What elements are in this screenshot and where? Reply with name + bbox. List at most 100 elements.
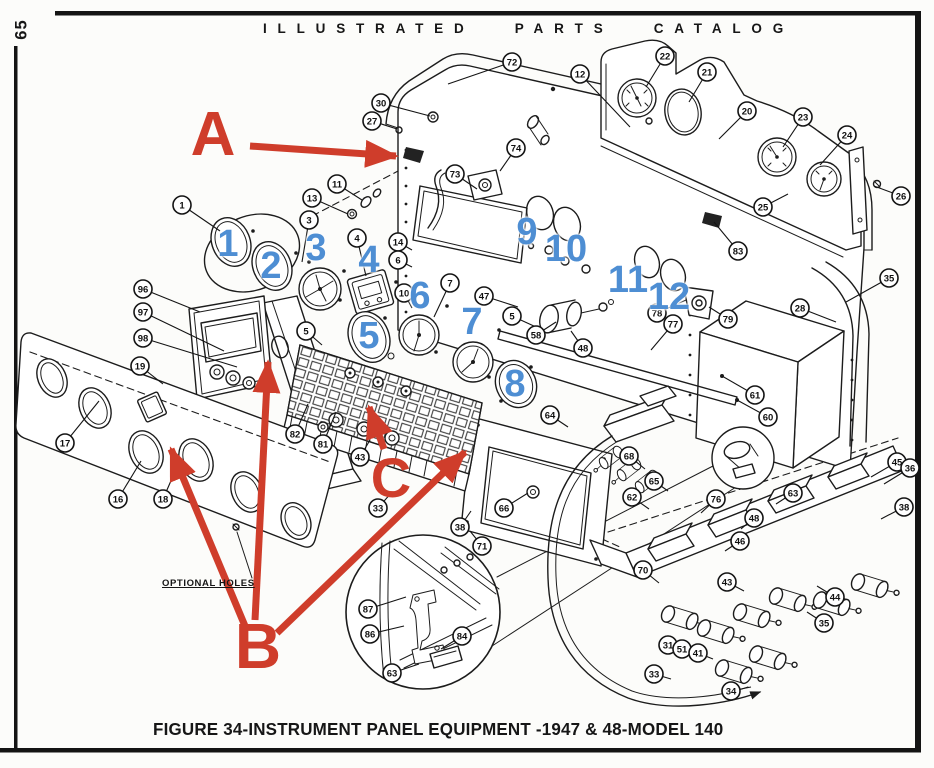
part-callout-24: 24 <box>837 125 857 145</box>
part-callout-23: 23 <box>793 107 813 127</box>
svg-text:62: 62 <box>627 492 638 503</box>
part-callout-68: 68 <box>619 446 639 466</box>
svg-text:64: 64 <box>545 410 556 421</box>
svg-text:45: 45 <box>892 457 903 468</box>
part-callout-35: 35 <box>814 613 834 633</box>
part-callout-58: 58 <box>526 325 546 345</box>
part-callout-76: 76 <box>706 489 726 509</box>
radio-face-plate <box>188 295 289 400</box>
gauge-dial <box>617 78 657 118</box>
svg-text:65: 65 <box>649 476 660 487</box>
svg-text:6: 6 <box>395 255 400 266</box>
lower-right-panel <box>460 416 613 567</box>
svg-text:30: 30 <box>376 98 387 109</box>
detail-inset <box>345 534 501 690</box>
svg-text:33: 33 <box>649 669 660 680</box>
blue-number-2: 2 <box>260 245 282 287</box>
svg-text:63: 63 <box>387 668 398 679</box>
svg-text:73: 73 <box>450 169 461 180</box>
part-callout-62: 62 <box>622 487 642 507</box>
svg-text:43: 43 <box>355 452 366 463</box>
part-callout-63: 63 <box>382 663 402 683</box>
svg-text:98: 98 <box>138 333 149 344</box>
annotation-letter-a: A <box>190 100 236 169</box>
svg-text:26: 26 <box>896 191 907 202</box>
part-callout-47: 47 <box>474 286 494 306</box>
part-callout-60: 60 <box>758 407 778 427</box>
annotation-letter-c: C <box>370 446 412 509</box>
part-callout-79: 79 <box>718 309 738 329</box>
blue-number-6: 6 <box>409 275 431 317</box>
catalog-header: ILLUSTRATED PARTS CATALOG <box>263 21 795 36</box>
part-callout-71: 71 <box>472 536 492 556</box>
part-callout-30: 30 <box>371 93 391 113</box>
svg-text:84: 84 <box>457 631 468 642</box>
svg-text:38: 38 <box>455 522 466 533</box>
svg-text:81: 81 <box>318 439 329 450</box>
annotation-arrow-c <box>365 404 393 451</box>
annotation-arrow-b <box>251 359 281 621</box>
svg-text:5: 5 <box>509 311 515 322</box>
blue-number-10: 10 <box>544 228 588 270</box>
part-callout-25: 25 <box>753 197 773 217</box>
gauge-sub-panel <box>600 39 868 258</box>
part-callout-28: 28 <box>790 298 810 318</box>
part-callout-51: 51 <box>672 639 692 659</box>
svg-text:16: 16 <box>113 494 124 505</box>
part-callout-38: 38 <box>894 497 914 517</box>
svg-text:96: 96 <box>138 284 149 295</box>
part-callout-74: 74 <box>506 138 526 158</box>
svg-text:3: 3 <box>306 215 311 226</box>
part-callout-98: 98 <box>133 328 153 348</box>
part-callout-16: 16 <box>108 489 128 509</box>
svg-text:77: 77 <box>668 319 679 330</box>
annotation-arrow-a <box>249 139 399 168</box>
part-callout-1: 1 <box>172 195 192 215</box>
part-callout-34: 34 <box>721 681 741 701</box>
part-callout-18: 18 <box>153 489 173 509</box>
svg-text:72: 72 <box>507 57 518 68</box>
part-callout-78: 78 <box>647 303 667 323</box>
part-callout-3: 3 <box>299 210 319 230</box>
svg-text:13: 13 <box>307 193 318 204</box>
svg-text:35: 35 <box>884 273 895 284</box>
svg-text:83: 83 <box>733 246 744 257</box>
svg-text:86: 86 <box>365 629 376 640</box>
annotation-arrow-b <box>274 449 468 636</box>
part-callout-48: 48 <box>744 508 764 528</box>
svg-text:41: 41 <box>693 648 704 659</box>
blue-number-1: 1 <box>217 223 239 265</box>
svg-text:97: 97 <box>138 307 149 318</box>
svg-text:35: 35 <box>819 618 830 629</box>
part-callout-19: 19 <box>130 356 150 376</box>
svg-text:34: 34 <box>726 686 737 697</box>
svg-text:21: 21 <box>702 67 713 78</box>
svg-text:44: 44 <box>830 592 841 603</box>
part-callout-22: 22 <box>655 46 675 66</box>
part-callout-35: 35 <box>879 268 899 288</box>
part-callout-layer: 1131133027721274731464710522212023242625… <box>55 46 920 701</box>
svg-text:71: 71 <box>477 541 488 552</box>
part-callout-7: 7 <box>440 273 460 293</box>
svg-text:24: 24 <box>842 130 853 141</box>
part-callout-63: 63 <box>783 483 803 503</box>
svg-text:28: 28 <box>795 303 806 314</box>
part-callout-41: 41 <box>688 643 708 663</box>
part-callout-21: 21 <box>697 62 717 82</box>
svg-text:27: 27 <box>367 116 378 127</box>
part-callout-38: 38 <box>450 517 470 537</box>
blue-number-5: 5 <box>358 315 380 357</box>
part-callout-17: 17 <box>55 433 75 453</box>
blue-number-8: 8 <box>504 363 526 405</box>
svg-text:5: 5 <box>303 326 309 337</box>
part-callout-11: 11 <box>327 174 347 194</box>
svg-text:63: 63 <box>788 488 799 499</box>
part-callout-5: 5 <box>296 321 316 341</box>
part-callout-36: 36 <box>900 458 920 478</box>
svg-text:66: 66 <box>499 503 510 514</box>
svg-text:61: 61 <box>750 390 761 401</box>
svg-text:25: 25 <box>758 202 769 213</box>
blue-number-9: 9 <box>516 211 538 253</box>
